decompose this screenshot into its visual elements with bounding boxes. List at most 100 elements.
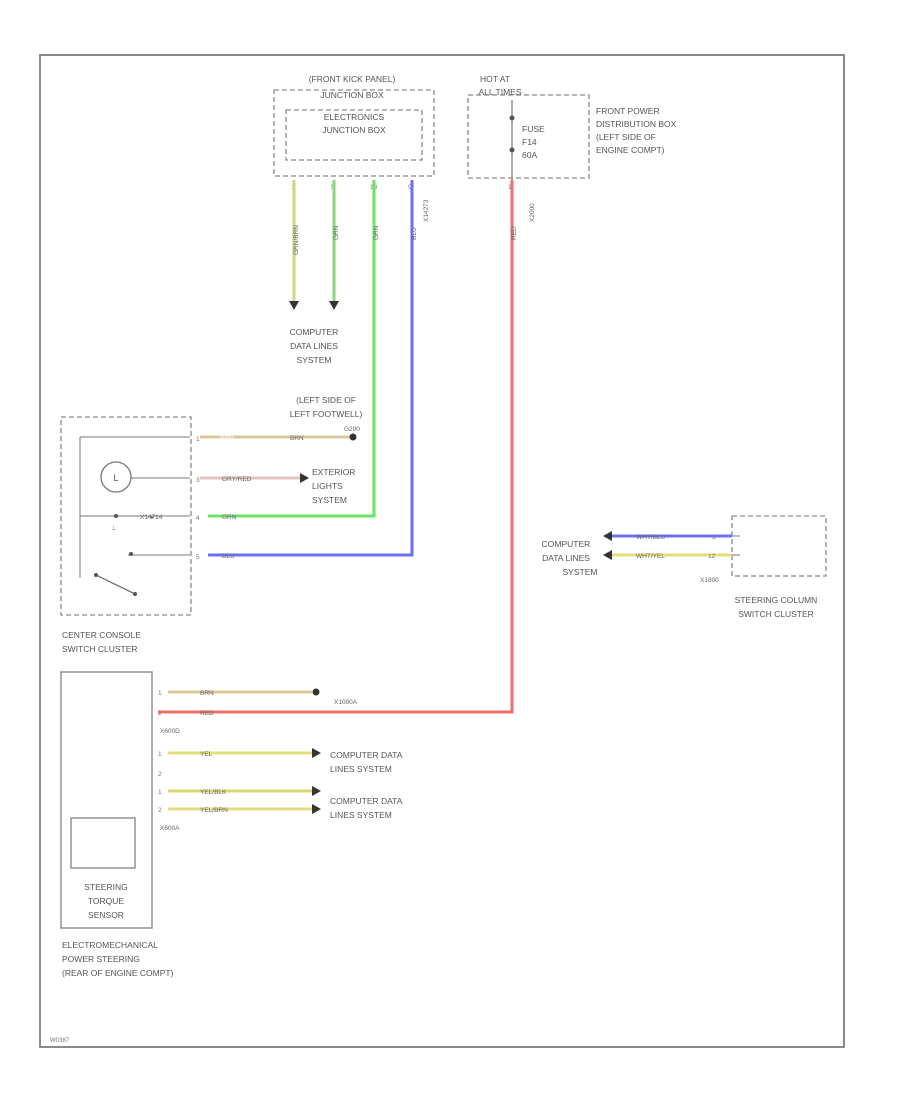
cdl-right-1: COMPUTER <box>542 539 591 549</box>
eps-pin-4: 2 <box>158 771 162 778</box>
wire-label-eps3: YEL <box>200 751 213 758</box>
fuse-times-label: ALL TIMES <box>479 87 522 97</box>
cdl-eps2-1: COMPUTER DATA <box>330 796 403 806</box>
arrow-eps-1 <box>312 748 321 758</box>
computer-data-lines-eps-1: COMPUTER DATA LINES SYSTEM <box>330 750 403 774</box>
wire-label-cc2: GRY/RED <box>222 476 252 483</box>
sc-label-1: STEERING COLUMN <box>735 595 818 605</box>
front-power-distribution-box: HOT AT ALL TIMES FUSE F14 60A FRONT POWE… <box>467 74 677 222</box>
arrow-eps-2 <box>312 786 321 796</box>
ground-dot <box>349 433 357 441</box>
fpdb-label-4: ENGINE COMPT) <box>596 145 665 155</box>
footwell-label-2: LEFT FOOTWELL) <box>290 409 363 419</box>
torque-label-1: STEERING <box>84 882 127 892</box>
center-console-switch-cluster: L ▸ ⊥ 1 3 4 5 CENTER CONSOLE SWITCH CLUS… <box>60 416 200 654</box>
wire-label-sc2: WHT/YEL <box>636 553 665 560</box>
cdl-eps2-2: LINES SYSTEM <box>330 810 392 820</box>
wire-red-power <box>158 180 514 714</box>
wire-label-ej1: GRN/BRN <box>293 225 300 255</box>
torque-label-2: TORQUE <box>88 896 125 906</box>
wire-label-eps5: YEL/BLK <box>200 789 227 796</box>
fuse-id: F14 <box>522 137 537 147</box>
fuse-terminal-top <box>509 115 515 121</box>
steering-column-switch-cluster: WHT/BLU WHT/YEL 5 12 X1800 STEERING COLU… <box>603 515 827 619</box>
ejb-label-4: JUNCTION BOX <box>322 125 386 135</box>
eps-pin-5: 1 <box>158 789 162 796</box>
center-console-wires: BRN BRN GRY/RED GRN BLU X14714 <box>140 433 357 560</box>
eps-pin-6: 2 <box>158 807 162 814</box>
left-footwell-ground: (LEFT SIDE OF LEFT FOOTWELL) G200 <box>290 395 363 433</box>
cc-pin-5: 5 <box>196 554 200 561</box>
cdl-right-2: DATA LINES <box>542 553 590 563</box>
fuse-terminal-bottom <box>509 147 515 153</box>
wire-label-sc1: WHT/BLU <box>636 534 666 541</box>
arrow-eps-3 <box>312 804 321 814</box>
switch-end <box>133 592 137 596</box>
resistor-mark: ⊥ <box>111 525 116 532</box>
ejb-label-3: ELECTRONICS <box>324 112 385 122</box>
eps-label-1: ELECTROMECHANICAL <box>62 940 158 950</box>
wire-label-cc1a: BRN <box>220 435 234 442</box>
diagram-frame <box>39 54 845 1048</box>
cc-connector-label: X14714 <box>140 514 163 521</box>
cdl-right-3: SYSTEM <box>563 567 598 577</box>
wire-label-cc4: BLU <box>222 553 235 560</box>
torque-label-3: SENSOR <box>88 910 124 920</box>
arrow-ejb-1 <box>289 301 299 310</box>
sc-label-2: SWITCH CLUSTER <box>738 609 814 619</box>
cc-label-2: SWITCH CLUSTER <box>62 644 138 654</box>
exterior-lights-system: EXTERIOR LIGHTS SYSTEM <box>312 467 355 505</box>
fpdb-label-2: DISTRIBUTION BOX <box>596 119 677 129</box>
eps-conn-2: X600A <box>160 825 180 832</box>
electronics-junction-box: (FRONT KICK PANEL) JUNCTION BOX ELECTRON… <box>273 74 435 222</box>
wire-label-ej4: BLU <box>411 227 418 240</box>
cdl-top-2: DATA LINES <box>290 341 338 351</box>
wire-grn-2 <box>208 180 376 518</box>
cc-pin-3: 3 <box>196 477 200 484</box>
ejb-pin-4: 9 <box>408 184 412 191</box>
sc-pin-5: 5 <box>712 534 716 541</box>
arrow-sc-2 <box>603 550 612 560</box>
ext-lights-label-2: LIGHTS <box>312 481 343 491</box>
ejb-label-1: (FRONT KICK PANEL) <box>309 74 396 84</box>
lamp-icon <box>100 461 132 493</box>
wire-label-eps1: BRN <box>200 690 214 697</box>
arrow-sc-1 <box>603 531 612 541</box>
wire-label-fuse-out: RED <box>511 226 518 240</box>
eps-pin-1: 1 <box>158 690 162 697</box>
eps-splice-label: X1000A <box>334 699 358 706</box>
torque-sensor-box <box>70 817 136 869</box>
ejb-connector-label: X14273 <box>423 199 430 222</box>
wire-label-eps6: YEL/BRN <box>200 807 228 814</box>
cdl-top-1: COMPUTER <box>290 327 339 337</box>
fuse-rating: 60A <box>522 150 537 160</box>
ext-lights-label-3: SYSTEM <box>312 495 347 505</box>
cc-pin-1: 1 <box>196 436 200 443</box>
cdl-top-3: SYSTEM <box>297 355 332 365</box>
computer-data-lines-top: COMPUTER DATA LINES SYSTEM <box>290 327 339 365</box>
lamp-symbol: L <box>113 473 118 483</box>
cdl-eps1-1: COMPUTER DATA <box>330 750 403 760</box>
wire-label-ej2: GRN <box>333 225 340 240</box>
wire-label-cc3: GRN <box>222 514 237 521</box>
ext-lights-label-1: EXTERIOR <box>312 467 355 477</box>
switch-contact <box>129 552 133 556</box>
footwell-label-1: (LEFT SIDE OF <box>296 395 356 405</box>
fpdb-label-3: (LEFT SIDE OF <box>596 132 656 142</box>
fuse-label: FUSE <box>522 124 545 134</box>
footwell-ground-id: G200 <box>344 426 360 433</box>
wire-blu <box>208 180 414 557</box>
cc-label-1: CENTER CONSOLE <box>62 630 141 640</box>
sc-pin-12: 12 <box>708 553 716 560</box>
eps-wires: X1000A BRN RED YEL YEL/BLK YEL/BRN <box>168 688 358 814</box>
eps-pin-3: 1 <box>158 751 162 758</box>
switch-pivot <box>94 573 98 577</box>
cc-pin-4: 4 <box>196 515 200 522</box>
computer-data-lines-right: COMPUTER DATA LINES SYSTEM <box>542 539 598 577</box>
eps-conn-1: X600D <box>160 728 180 735</box>
cdl-eps1-2: LINES SYSTEM <box>330 764 392 774</box>
diagram-code: W0387 <box>50 1038 70 1044</box>
wire-label-eps2: RED <box>200 710 214 717</box>
eps-label-3: (REAR OF ENGINE COMPT) <box>62 968 174 978</box>
